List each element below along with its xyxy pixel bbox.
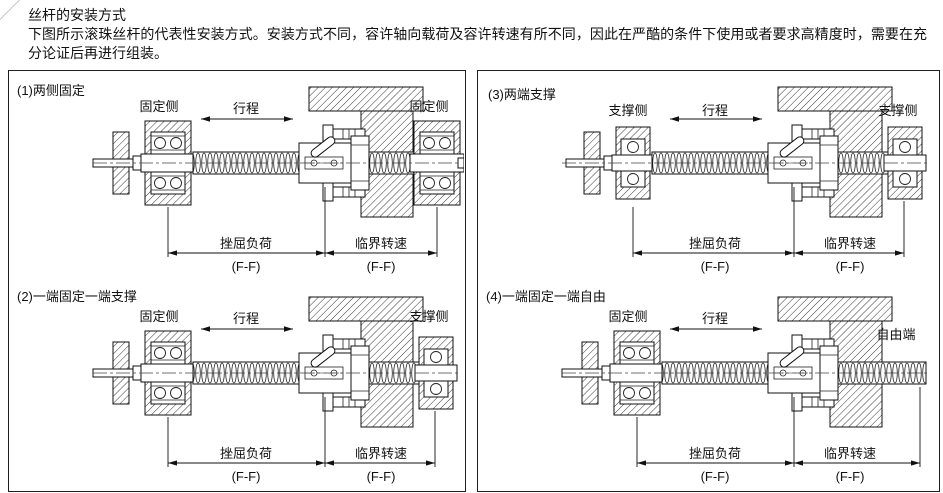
critical-speed-label: 临界转速 bbox=[355, 236, 407, 251]
stroke-label: 行程 bbox=[702, 103, 728, 118]
diagram-panel-left: (1)两侧固定 固定侧 行程 固定侧 挫屈负荷 (F-F) 临界转速 (F-F)… bbox=[8, 70, 466, 492]
left-end-label: 固定侧 bbox=[608, 309, 647, 324]
critical-speed-sub: (F-F) bbox=[836, 469, 865, 484]
diagram-caption: (4)一端固定一端自由 bbox=[486, 289, 606, 304]
critical-speed-label: 临界转速 bbox=[824, 236, 876, 251]
left-end-label: 支撑侧 bbox=[608, 103, 647, 118]
buckling-load-sub: (F-F) bbox=[232, 259, 261, 274]
critical-speed-sub: (F-F) bbox=[836, 259, 865, 274]
diagram-caption: (2)一端固定一端支撑 bbox=[17, 289, 137, 304]
buckling-load-label: 挫屈负荷 bbox=[689, 236, 741, 251]
diagram-art bbox=[562, 86, 930, 257]
stroke-label: 行程 bbox=[233, 101, 259, 116]
page-title: 丝杆的安装方式 bbox=[28, 7, 126, 23]
buckling-load-sub: (F-F) bbox=[701, 469, 730, 484]
critical-speed-sub: (F-F) bbox=[367, 469, 396, 484]
buckling-load-label: 挫屈负荷 bbox=[220, 236, 272, 251]
right-end-label: 支撑侧 bbox=[878, 103, 917, 118]
stroke-label: 行程 bbox=[702, 311, 728, 326]
diagram-caption: (3)两端支撑 bbox=[488, 87, 556, 102]
right-end-label: 固定侧 bbox=[409, 99, 448, 114]
right-end-label: 自由端 bbox=[876, 327, 915, 342]
buckling-load-label: 挫屈负荷 bbox=[220, 446, 272, 461]
diagram-art bbox=[92, 86, 464, 257]
critical-speed-sub: (F-F) bbox=[367, 259, 396, 274]
buckling-load-sub: (F-F) bbox=[232, 469, 261, 484]
diagram-art bbox=[92, 296, 461, 467]
left-end-label: 固定侧 bbox=[139, 309, 178, 324]
diagram-caption: (1)两侧固定 bbox=[17, 83, 85, 98]
diagram-art bbox=[561, 296, 930, 467]
mounting-diagram-2: (2)一端固定一端支撑 固定侧 行程 支撑侧 挫屈负荷 (F-F) 临界转速 (… bbox=[17, 289, 461, 484]
critical-speed-label: 临界转速 bbox=[355, 446, 407, 461]
left-end-label: 固定侧 bbox=[139, 99, 178, 114]
right-end-label: 支撑侧 bbox=[409, 309, 448, 324]
buckling-load-sub: (F-F) bbox=[701, 259, 730, 274]
diagram-panel-right: (3)两端支撑 支撑侧 行程 支撑侧 挫屈负荷 (F-F) 临界转速 (F-F)… bbox=[477, 70, 940, 492]
stroke-label: 行程 bbox=[233, 311, 259, 326]
intro-text: 下图所示滚珠丝杆的代表性安装方式。安装方式不同，容许轴向载荷及容许转速有所不同，… bbox=[28, 26, 927, 61]
buckling-load-label: 挫屈负荷 bbox=[689, 446, 741, 461]
mounting-diagram-1: (1)两侧固定 固定侧 行程 固定侧 挫屈负荷 (F-F) 临界转速 (F-F) bbox=[17, 83, 464, 274]
mounting-diagram-3: (3)两端支撑 支撑侧 行程 支撑侧 挫屈负荷 (F-F) 临界转速 (F-F) bbox=[488, 86, 930, 274]
mounting-diagram-4: (4)一端固定一端自由 固定侧 行程 自由端 挫屈负荷 (F-F) 临界转速 (… bbox=[486, 289, 930, 484]
page-corner-mark bbox=[0, 0, 27, 24]
critical-speed-label: 临界转速 bbox=[824, 446, 876, 461]
